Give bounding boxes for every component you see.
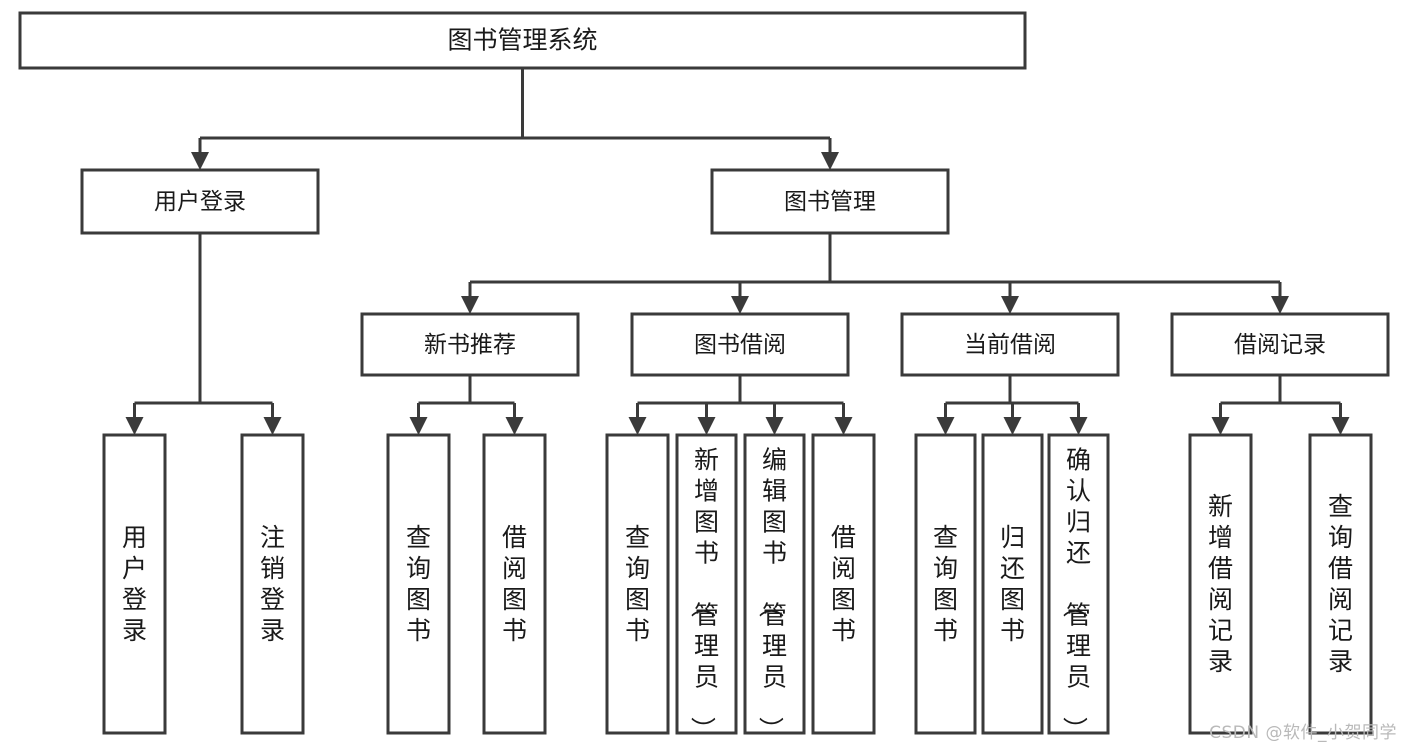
- node-box-leaf-confirm-return: [1047, 433, 1110, 735]
- node-label-leaf-user-login: 用户登录: [122, 523, 147, 645]
- node-label-leaf-edit-book: 编辑图书（管理员）: [756, 446, 787, 742]
- node-leaf-confirm-return: 确认归还（管理员）: [1047, 433, 1110, 742]
- node-leaf-return-book: 归还图书: [981, 433, 1044, 735]
- arrow-head-icon: [191, 152, 209, 170]
- node-leaf-query-book-3: 查询图书: [914, 433, 977, 735]
- node-leaf-query-book-2: 查询图书: [605, 433, 670, 735]
- arrow-head-icon: [1271, 296, 1289, 314]
- node-leaf-borrow-book-2: 借阅图书: [811, 433, 876, 735]
- connectors-layer: [125, 68, 1350, 435]
- node-leaf-borrow-book-1: 借阅图书: [482, 433, 547, 735]
- arrow-head-icon: [936, 417, 955, 435]
- node-new-book-recommend: 新书推荐: [360, 312, 580, 377]
- watermark-text: CSDN @软件_小贺同学: [1209, 723, 1397, 743]
- node-label-leaf-query-book-2: 查询图书: [625, 523, 650, 645]
- arrow-head-icon: [505, 417, 524, 435]
- connector-group-book-manage: [461, 233, 1289, 314]
- arrow-head-icon: [765, 417, 784, 435]
- node-label-root: 图书管理系统: [447, 26, 597, 55]
- node-label-leaf-borrow-book-1: 借阅图书: [502, 523, 527, 645]
- node-box-leaf-user-login: [102, 433, 167, 735]
- node-box-leaf-user-logout: [240, 433, 305, 735]
- connector-group-book-borrow: [628, 375, 853, 435]
- node-leaf-user-login: 用户登录: [102, 433, 167, 735]
- arrow-head-icon: [1003, 417, 1022, 435]
- node-leaf-add-record: 新增借阅记录: [1188, 433, 1253, 735]
- node-leaf-query-book-1: 查询图书: [386, 433, 451, 735]
- node-label-new-book-recommend: 新书推荐: [424, 332, 516, 358]
- node-book-borrow: 图书借阅: [630, 312, 850, 377]
- node-box-root: [18, 11, 1027, 70]
- arrow-head-icon: [1001, 296, 1019, 314]
- node-box-current-borrow: [900, 312, 1120, 377]
- arrow-head-icon: [697, 417, 716, 435]
- connector-group-root: [191, 68, 839, 170]
- arrow-head-icon: [834, 417, 853, 435]
- node-box-book-borrow: [630, 312, 850, 377]
- node-box-leaf-query-book-3: [914, 433, 977, 735]
- arrow-head-icon: [1331, 417, 1350, 435]
- node-box-leaf-query-record: [1308, 433, 1373, 735]
- arrow-head-icon: [731, 296, 749, 314]
- node-label-leaf-add-book: 新增图书（管理员）: [688, 446, 719, 742]
- arrow-head-icon: [1211, 417, 1230, 435]
- node-label-leaf-query-record: 查询借阅记录: [1328, 492, 1353, 676]
- arrow-head-icon: [461, 296, 479, 314]
- node-label-leaf-return-book: 归还图书: [1000, 523, 1025, 645]
- node-box-user-login: [80, 168, 320, 235]
- arrow-head-icon: [628, 417, 647, 435]
- node-book-manage: 图书管理: [710, 168, 950, 235]
- node-label-book-borrow: 图书借阅: [694, 332, 786, 358]
- connector-group-borrow-record: [1211, 375, 1350, 435]
- arrow-head-icon: [263, 417, 282, 435]
- node-box-leaf-query-book-2: [605, 433, 670, 735]
- node-label-borrow-record: 借阅记录: [1234, 332, 1326, 358]
- arrow-head-icon: [1069, 417, 1088, 435]
- node-label-user-login: 用户登录: [154, 189, 246, 215]
- node-box-leaf-borrow-book-2: [811, 433, 876, 735]
- node-label-leaf-query-book-1: 查询图书: [406, 523, 431, 645]
- node-label-leaf-user-logout: 注销登录: [260, 523, 285, 645]
- node-label-leaf-borrow-book-2: 借阅图书: [831, 523, 856, 645]
- node-borrow-record: 借阅记录: [1170, 312, 1390, 377]
- node-label-current-borrow: 当前借阅: [964, 332, 1056, 358]
- node-label-leaf-confirm-return: 确认归还（管理员）: [1060, 446, 1091, 742]
- node-box-leaf-edit-book: [743, 433, 806, 735]
- node-box-leaf-borrow-book-1: [482, 433, 547, 735]
- arrow-head-icon: [821, 152, 839, 170]
- node-box-leaf-return-book: [981, 433, 1044, 735]
- node-current-borrow: 当前借阅: [900, 312, 1120, 377]
- node-leaf-edit-book: 编辑图书（管理员）: [743, 433, 806, 742]
- node-box-leaf-add-record: [1188, 433, 1253, 735]
- connector-group-new-book-recommend: [409, 375, 524, 435]
- arrow-head-icon: [125, 417, 144, 435]
- connector-group-user-login: [125, 233, 282, 435]
- node-box-leaf-query-book-1: [386, 433, 451, 735]
- node-label-leaf-add-record: 新增借阅记录: [1208, 492, 1233, 676]
- node-leaf-user-logout: 注销登录: [240, 433, 305, 735]
- nodes-layer: 图书管理系统用户登录图书管理新书推荐图书借阅当前借阅借阅记录用户登录注销登录查询…: [18, 11, 1390, 742]
- node-box-new-book-recommend: [360, 312, 580, 377]
- arrow-head-icon: [409, 417, 428, 435]
- node-box-leaf-add-book: [675, 433, 738, 735]
- node-root: 图书管理系统: [18, 11, 1027, 70]
- node-box-borrow-record: [1170, 312, 1390, 377]
- connector-group-current-borrow: [936, 375, 1088, 435]
- node-user-login: 用户登录: [80, 168, 320, 235]
- node-box-book-manage: [710, 168, 950, 235]
- node-label-book-manage: 图书管理: [784, 189, 876, 215]
- node-label-leaf-query-book-3: 查询图书: [933, 523, 958, 645]
- node-leaf-add-book: 新增图书（管理员）: [675, 433, 738, 742]
- node-leaf-query-record: 查询借阅记录: [1308, 433, 1373, 735]
